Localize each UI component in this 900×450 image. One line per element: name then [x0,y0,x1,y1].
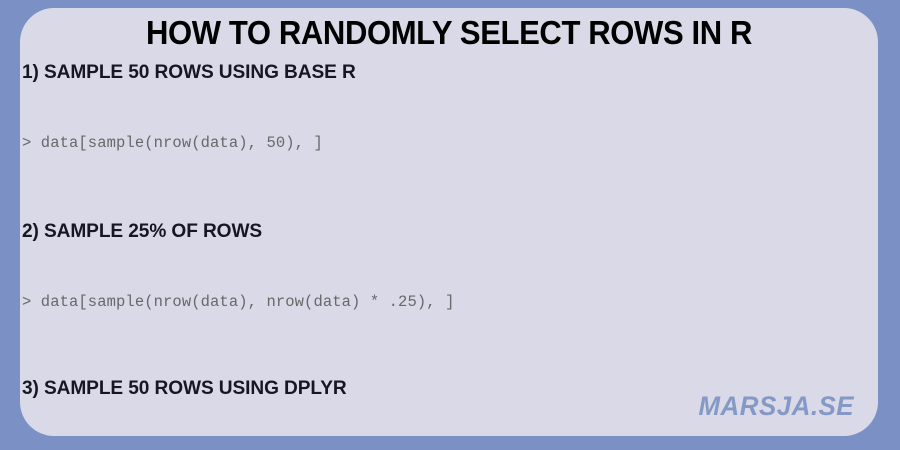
section-2-heading: 2) SAMPLE 25% OF ROWS [22,220,263,242]
content-card: HOW TO RANDOMLY SELECT ROWS IN R 1) SAMP… [20,8,878,436]
section-3: 3) SAMPLE 50 ROWS USING DPLYR >library(d… [22,376,878,436]
marsja-logo: MARSJA.SE [698,391,854,421]
code-line: > data[sample(nrow(data), 50), ] [22,134,323,152]
section-2-code: > data[sample(nrow(data), nrow(data) * .… [22,245,878,360]
section-1: 1) SAMPLE 50 ROWS USING BASE R > data[sa… [22,60,878,201]
section-1-code: > data[sample(nrow(data), 50), ] [22,86,878,201]
sections-list: 1) SAMPLE 50 ROWS USING BASE R > data[sa… [20,60,878,436]
section-2: 2) SAMPLE 25% OF ROWS > data[sample(nrow… [22,219,878,360]
code-line: > data[sample(nrow(data), nrow(data) * .… [22,293,455,311]
page-title: HOW TO RANDOMLY SELECT ROWS IN R [145,14,753,51]
section-1-heading: 1) SAMPLE 50 ROWS USING BASE R [22,61,356,83]
section-3-heading: 3) SAMPLE 50 ROWS USING DPLYR [22,377,347,399]
